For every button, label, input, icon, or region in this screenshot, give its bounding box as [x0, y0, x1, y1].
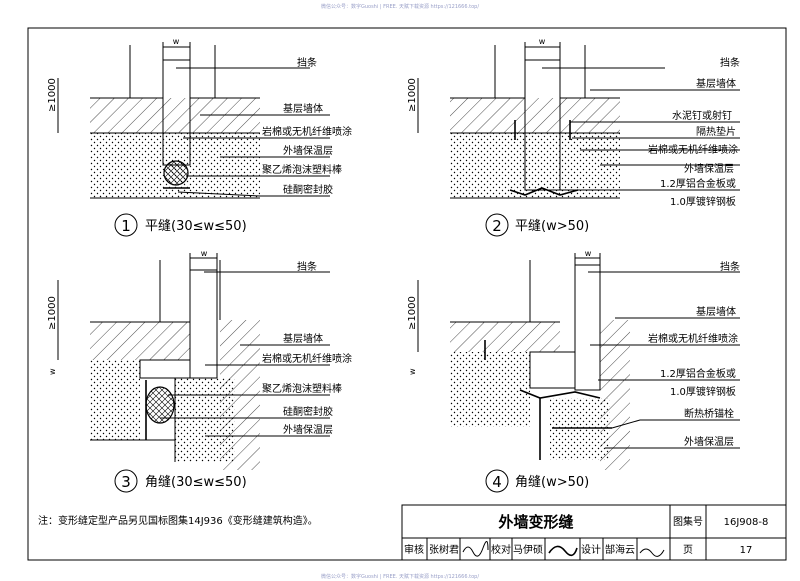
- check-name: 马伊硕: [513, 544, 543, 556]
- metal-cover-plate: [509, 187, 579, 196]
- title-block: 外墙变形缝 图集号 16J908-8 审核 张树君 校对 马伊硕 设计 郜海云 …: [401, 504, 787, 561]
- label: 岩棉或无机纤维喷涂: [262, 352, 352, 365]
- dim-w: w: [585, 249, 592, 258]
- review-name: 张树君: [429, 543, 459, 556]
- detail-caption: 角缝(30≤w≤50): [145, 475, 247, 490]
- detail-number: 3: [121, 473, 131, 491]
- metal-cover-plate: [519, 389, 601, 399]
- dim-w: w: [173, 37, 180, 46]
- sheet-note: 注：变形缝定型产品另见国标图集14J936《变形缝建筑构造》。: [38, 514, 318, 527]
- dim-w-vertical: w: [408, 368, 417, 375]
- label: 基层墙体: [696, 77, 736, 90]
- label: 隔热垫片: [696, 125, 736, 138]
- detail-2: w ≥1000 挡条 基层墙体 水泥钉或射钉 隔热垫片 岩棉或无机纤维喷涂 外墙…: [407, 37, 740, 237]
- atlas-number: 16J908-8: [724, 517, 769, 528]
- dim-1000: ≥1000: [47, 296, 58, 330]
- check-signature: [548, 545, 578, 557]
- label: 基层墙体: [696, 305, 736, 318]
- label: 聚乙烯泡沫塑料棒: [262, 163, 342, 176]
- detail-caption: 角缝(w>50): [515, 475, 589, 490]
- dim-1000: ≥1000: [407, 296, 418, 330]
- detail-number: 1: [121, 217, 131, 235]
- atlas-label: 图集号: [673, 515, 703, 528]
- watermark-top: 微信公众号：数字Guoshi | FREE. 天赋下载资源 https://12…: [321, 3, 479, 10]
- label: 挡条: [720, 260, 740, 273]
- dim-1000: ≥1000: [47, 78, 58, 112]
- base-wall: [450, 322, 560, 352]
- design-name: 郜海云: [605, 543, 635, 556]
- mineral-wool-filler: [189, 269, 218, 379]
- mineral-wool-filler: [574, 264, 601, 391]
- label: 岩棉或无机纤维喷涂: [262, 125, 352, 138]
- page-number: 17: [740, 545, 753, 556]
- detail-caption: 平缝(w>50): [515, 219, 589, 234]
- insulation-layer: [90, 360, 140, 440]
- label: 1.0厚镀锌钢板: [670, 195, 736, 208]
- detail-4: w ≥1000 w 挡条 基层墙体 岩棉或无机纤维喷涂 1.2厚铝合金板或 1.…: [407, 249, 740, 493]
- detail-number: 2: [492, 217, 502, 235]
- dim-w: w: [201, 249, 208, 258]
- detail-number: 4: [492, 473, 502, 491]
- label: 岩棉或无机纤维喷涂: [648, 332, 738, 345]
- detail-1: w ≥1000 挡条 基层墙体 岩棉或无机纤维喷涂 外墙保温层 聚乙烯泡沫塑料棒…: [47, 37, 352, 237]
- detail-3: w ≥1000 w 挡条 基层墙体 岩棉或无机纤维喷涂 聚乙烯泡沫塑料棒 硅酮密…: [47, 249, 352, 493]
- insulation-layer: [450, 352, 530, 427]
- label: 1.2厚铝合金板或: [660, 367, 736, 380]
- review-signature: [462, 541, 489, 557]
- base-wall: [90, 322, 190, 360]
- page-label: 页: [683, 544, 693, 556]
- insulation-layer: [450, 133, 620, 198]
- label: 挡条: [297, 56, 317, 69]
- label: 硅酮密封胶: [283, 405, 333, 418]
- label: 挡条: [297, 260, 317, 273]
- review-label: 审核: [404, 543, 424, 556]
- mineral-wool-filler: [524, 59, 561, 191]
- pe-foam-rod: [163, 160, 189, 186]
- label: 岩棉或无机纤维喷涂: [648, 143, 738, 156]
- dim-1000: ≥1000: [407, 78, 418, 112]
- label: 1.0厚镀锌钢板: [670, 385, 736, 398]
- check-label: 校对: [491, 543, 511, 556]
- label: 外墙保温层: [684, 435, 734, 448]
- label: 基层墙体: [283, 102, 323, 115]
- label: 外墙保温层: [283, 423, 333, 436]
- label: 挡条: [720, 56, 740, 69]
- base-wall: [450, 98, 620, 133]
- label: 水泥钉或射钉: [672, 109, 732, 122]
- watermark-bottom: 微信公众号：数字Guoshi | FREE. 天赋下载资源 https://12…: [321, 573, 479, 580]
- label: 1.2厚铝合金板或: [660, 177, 736, 190]
- detail-caption: 平缝(30≤w≤50): [145, 219, 247, 234]
- label: 硅酮密封胶: [283, 183, 333, 196]
- sheet-title: 外墙变形缝: [497, 513, 573, 531]
- label: 断热桥锚栓: [684, 407, 734, 420]
- dim-w: w: [539, 37, 546, 46]
- design-signature: [639, 548, 665, 557]
- label: 外墙保温层: [283, 144, 333, 157]
- label: 基层墙体: [283, 332, 323, 345]
- dim-w-vertical: w: [48, 368, 57, 375]
- design-label: 设计: [581, 543, 601, 556]
- label: 外墙保温层: [684, 162, 734, 175]
- label: 聚乙烯泡沫塑料棒: [262, 382, 342, 395]
